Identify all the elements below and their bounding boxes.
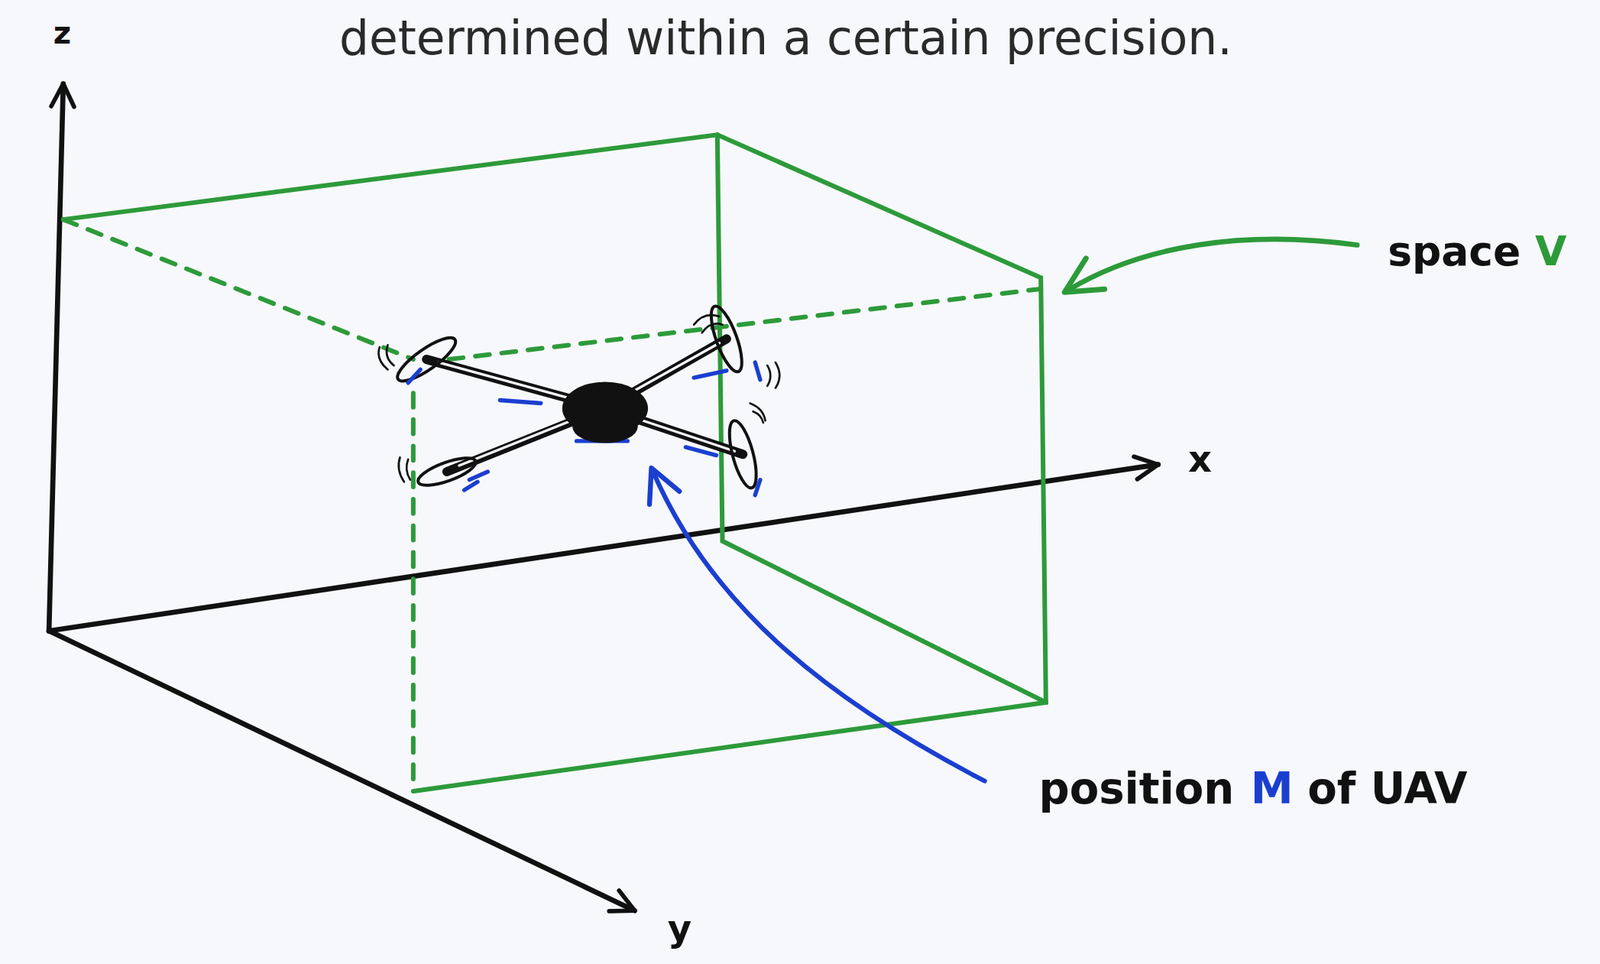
axes xyxy=(48,84,1159,911)
callout-label: position xyxy=(1038,767,1235,810)
axis-label: z xyxy=(53,18,72,49)
leader-arrow xyxy=(1068,239,1358,290)
callout-symbol: V xyxy=(1535,230,1567,272)
axis-label: x xyxy=(1188,440,1212,478)
axis-label: y xyxy=(667,910,692,947)
callout-label: space xyxy=(1387,230,1521,272)
space-box xyxy=(63,134,1047,791)
leader-arrow xyxy=(653,471,985,781)
callout-label: of UAV xyxy=(1307,767,1468,810)
caption-text: determined within a certain precision. xyxy=(339,14,1233,62)
callout-symbol: M xyxy=(1250,767,1294,810)
uav-drone xyxy=(378,302,780,496)
